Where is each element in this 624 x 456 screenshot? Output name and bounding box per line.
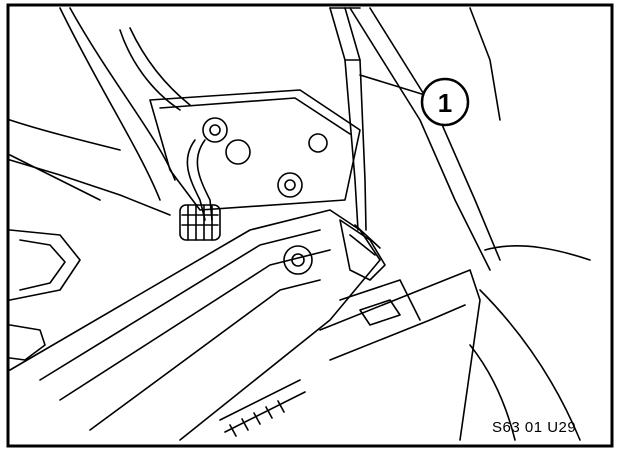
illustration-border — [6, 3, 614, 448]
figure-code: S63 01 U29 — [492, 419, 576, 436]
line-art — [9, 7, 591, 441]
callout-circle — [420, 77, 470, 127]
callout-number: 1 — [438, 88, 452, 118]
